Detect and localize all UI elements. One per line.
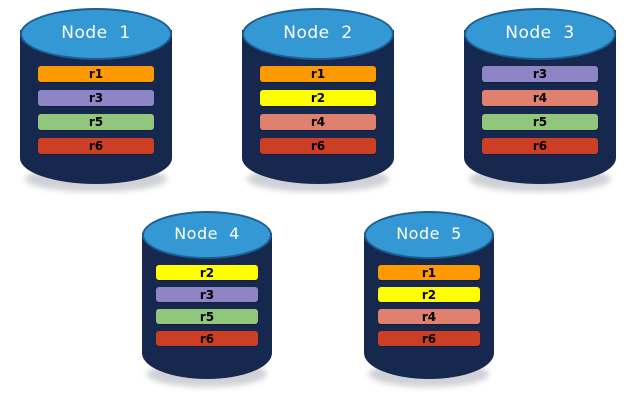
replica-bar[interactable]: r5	[156, 309, 258, 324]
replica-label: r6	[532, 139, 548, 153]
replica-label: r2	[421, 287, 437, 302]
replica-bar[interactable]: r2	[156, 265, 258, 280]
replica-stack: r2 r3 r5 r6	[156, 265, 258, 346]
database-node-cylinder[interactable]: Node 1 r1 r3 r5 r6	[20, 8, 172, 194]
node-label: Node 3	[505, 22, 575, 43]
replica-label: r2	[310, 91, 326, 105]
replica-label: r6	[310, 139, 326, 153]
replica-stack: r1 r2 r4 r6	[260, 66, 376, 154]
replica-bar[interactable]: r6	[156, 331, 258, 346]
replica-bar[interactable]: r3	[38, 90, 154, 106]
replica-bar[interactable]: r4	[482, 90, 598, 106]
replica-label: r4	[310, 115, 326, 129]
replica-bar[interactable]: r6	[482, 138, 598, 154]
replica-label: r6	[199, 331, 215, 346]
replica-label: r5	[532, 115, 548, 129]
replica-label: r5	[88, 115, 104, 129]
replica-label: r6	[421, 331, 437, 346]
replica-bar[interactable]: r2	[260, 90, 376, 106]
replica-bar[interactable]: r2	[378, 287, 480, 302]
replica-bar[interactable]: r5	[482, 114, 598, 130]
replica-label: r5	[199, 309, 215, 324]
replica-bar[interactable]: r4	[260, 114, 376, 130]
replica-label: r3	[532, 67, 548, 81]
replica-stack: r1 r3 r5 r6	[38, 66, 154, 154]
replica-bar[interactable]: r3	[482, 66, 598, 82]
replica-label: r1	[421, 265, 437, 280]
replica-label: r1	[88, 67, 104, 81]
node-label: Node 4	[174, 224, 240, 243]
cylinder-top-ellipse: Node 1	[20, 8, 172, 60]
database-node-cylinder[interactable]: Node 2 r1 r2 r4 r6	[242, 8, 394, 194]
node-row-top: Node 1 r1 r3 r5 r6 Node 2 r1 r2 r4 r6 Node 3 r3 r4 r5…	[20, 8, 616, 194]
node-label: Node 5	[396, 224, 462, 243]
replica-bar[interactable]: r5	[38, 114, 154, 130]
replica-bar[interactable]: r1	[260, 66, 376, 82]
cylinder-top-ellipse: Node 3	[464, 8, 616, 60]
node-row-bottom: Node 4 r2 r3 r5 r6 Node 5 r1 r2 r4 r6	[0, 205, 636, 408]
replica-label: r1	[310, 67, 326, 81]
node-label: Node 1	[61, 22, 131, 43]
replica-bar[interactable]: r1	[38, 66, 154, 82]
replica-label: r4	[421, 309, 437, 324]
replica-label: r6	[88, 139, 104, 153]
cylinder-top-ellipse: Node 5	[364, 211, 494, 259]
database-node-cylinder[interactable]: Node 3 r3 r4 r5 r6	[464, 8, 616, 194]
replica-label: r3	[88, 91, 104, 105]
replica-bar[interactable]: r4	[378, 309, 480, 324]
cylinder-top-ellipse: Node 2	[242, 8, 394, 60]
node-label: Node 2	[283, 22, 353, 43]
replica-stack: r3 r4 r5 r6	[482, 66, 598, 154]
cylinder-top-ellipse: Node 4	[142, 211, 272, 259]
database-node-cylinder[interactable]: Node 4 r2 r3 r5 r6	[142, 211, 272, 389]
replica-bar[interactable]: r3	[156, 287, 258, 302]
replica-bar[interactable]: r6	[260, 138, 376, 154]
database-node-cylinder[interactable]: Node 5 r1 r2 r4 r6	[364, 211, 494, 389]
replica-label: r2	[199, 265, 215, 280]
replica-label: r4	[532, 91, 548, 105]
replica-bar[interactable]: r6	[38, 138, 154, 154]
replica-stack: r1 r2 r4 r6	[378, 265, 480, 346]
replica-label: r3	[199, 287, 215, 302]
replica-bar[interactable]: r1	[378, 265, 480, 280]
replica-bar[interactable]: r6	[378, 331, 480, 346]
